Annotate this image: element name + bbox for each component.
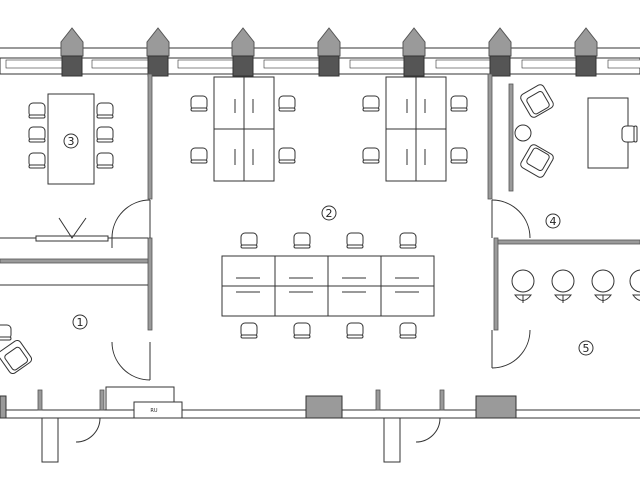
pillar-base	[489, 55, 511, 77]
desk	[243, 76, 275, 130]
chair	[346, 322, 364, 339]
bar-stools-room-5	[511, 269, 640, 304]
desk	[415, 128, 447, 182]
room-label-3: 3	[63, 133, 79, 149]
chair	[346, 232, 364, 249]
pillar-base	[403, 55, 425, 77]
chair	[399, 322, 417, 339]
chair	[190, 95, 208, 112]
desk	[274, 285, 329, 317]
bar-stool	[591, 269, 615, 304]
chair	[450, 95, 468, 112]
partition-walls	[0, 73, 640, 411]
chair	[278, 147, 296, 164]
desk-clusters-top	[190, 76, 468, 182]
svg-text:4: 4	[550, 215, 557, 228]
bar-stool	[511, 269, 535, 304]
door-swings	[41, 199, 531, 463]
desk	[385, 128, 417, 182]
desk	[243, 128, 275, 182]
desk	[380, 255, 435, 287]
svg-text:3: 3	[68, 135, 75, 148]
lounge-furniture-room-4	[514, 82, 638, 180]
pillar-base	[147, 55, 169, 77]
chair	[293, 232, 311, 249]
desk-cluster-center	[221, 232, 435, 339]
room-label-4: 4	[545, 213, 561, 229]
chair	[362, 147, 380, 164]
room-label-1: 1	[72, 314, 88, 330]
chair	[190, 147, 208, 164]
pillar-base	[575, 55, 597, 77]
desk	[213, 76, 245, 130]
fixture-label: RU	[150, 408, 157, 414]
chair	[240, 322, 258, 339]
wall-outlines	[0, 217, 517, 419]
pillar-base	[318, 55, 340, 77]
svg-text:1: 1	[77, 316, 84, 329]
desk	[327, 255, 382, 287]
pillar	[574, 27, 598, 57]
desk	[385, 76, 417, 130]
svg-text:2: 2	[326, 207, 333, 220]
pillar	[60, 27, 84, 57]
desk	[221, 255, 276, 287]
pillar	[317, 27, 341, 57]
pillar-base	[61, 55, 83, 77]
pillar-base	[232, 55, 254, 77]
pillar	[231, 27, 255, 57]
pillar	[488, 27, 512, 57]
room-label-5: 5	[578, 340, 594, 356]
armchair-room-1	[0, 324, 34, 376]
pillar	[146, 27, 170, 57]
desk	[221, 285, 276, 317]
chair	[293, 322, 311, 339]
desk	[327, 285, 382, 317]
chair	[399, 232, 417, 249]
bar-stool	[551, 269, 575, 304]
room-label-2: 2	[321, 205, 337, 221]
svg-text:5: 5	[583, 342, 590, 355]
bar-stool	[629, 269, 640, 304]
window-pane	[607, 59, 640, 69]
chair	[450, 147, 468, 164]
structural-pillars	[60, 27, 598, 77]
chair	[362, 95, 380, 112]
pillar	[402, 27, 426, 57]
desk	[415, 76, 447, 130]
desk	[274, 255, 329, 287]
chair	[278, 95, 296, 112]
chair	[240, 232, 258, 249]
desk	[213, 128, 245, 182]
room-labels: 1 2 3 4 5	[63, 133, 594, 356]
desk	[380, 285, 435, 317]
